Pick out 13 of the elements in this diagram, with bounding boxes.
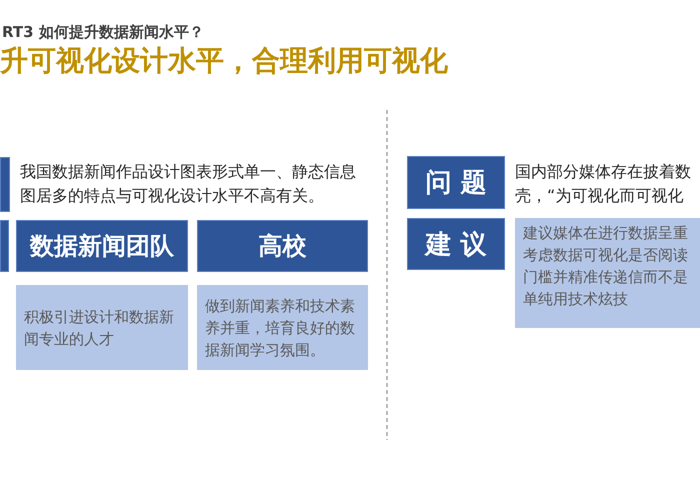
section-heading: RT3 如何提升数据新闻水平？ [2, 23, 204, 42]
heading-box: 数据新闻团队 [16, 220, 188, 272]
description-text: 国内部分媒体存在披着数壳，“为可视化而可视化 [515, 161, 692, 207]
cropped-box [0, 157, 10, 212]
heading-box: 问 题 [407, 156, 505, 209]
text-box: 积极引进设计和数据新闻专业的人才 [16, 285, 188, 370]
text-box: 做到新闻素养和技术素养并重，培育良好的数据新闻学习氛围。 [197, 285, 368, 370]
title: 升可视化设计水平，合理利用可视化 [0, 43, 448, 79]
description-text: 我国数据新闻作品设计图表形式单一、静态信息图居多的特点与可视化设计水平不高有关。 [20, 161, 357, 207]
heading-box: 高校 [197, 220, 368, 272]
heading-box: 建 议 [407, 218, 505, 270]
cropped-box [0, 220, 9, 272]
text-box: 建议媒体在进行数据呈重考虑数据可视化是否阅读门槛并精准传递信而不是单纯用技术炫技 [515, 218, 700, 328]
